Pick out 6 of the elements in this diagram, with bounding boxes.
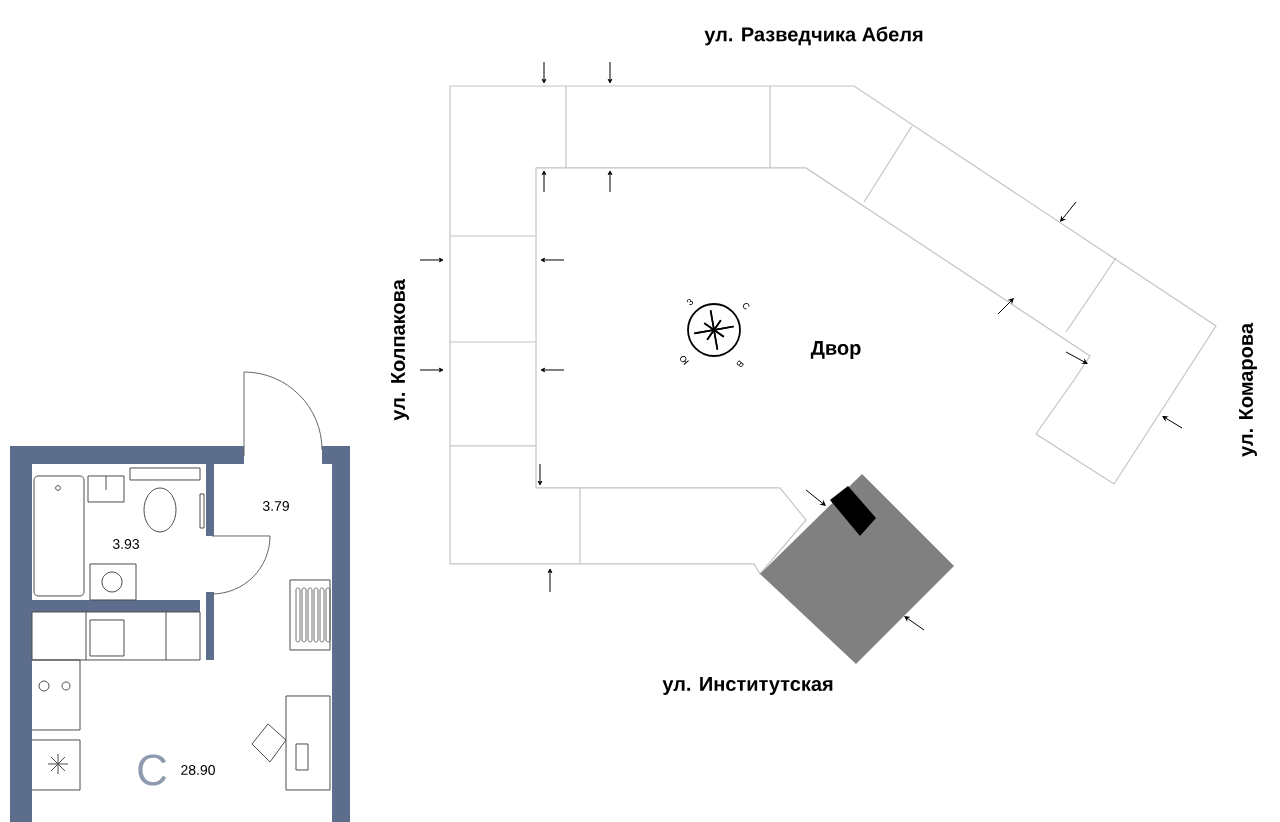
street-name: ул. Комарова bbox=[1239, 322, 1257, 457]
street-name: ул. Колпакова bbox=[391, 279, 409, 421]
street-name: ул. Разведчика Абеля bbox=[704, 26, 923, 46]
room-letter: С bbox=[138, 754, 167, 786]
street-name: ул. Институтская bbox=[662, 677, 833, 695]
courtyard-label: Двор bbox=[810, 341, 861, 359]
